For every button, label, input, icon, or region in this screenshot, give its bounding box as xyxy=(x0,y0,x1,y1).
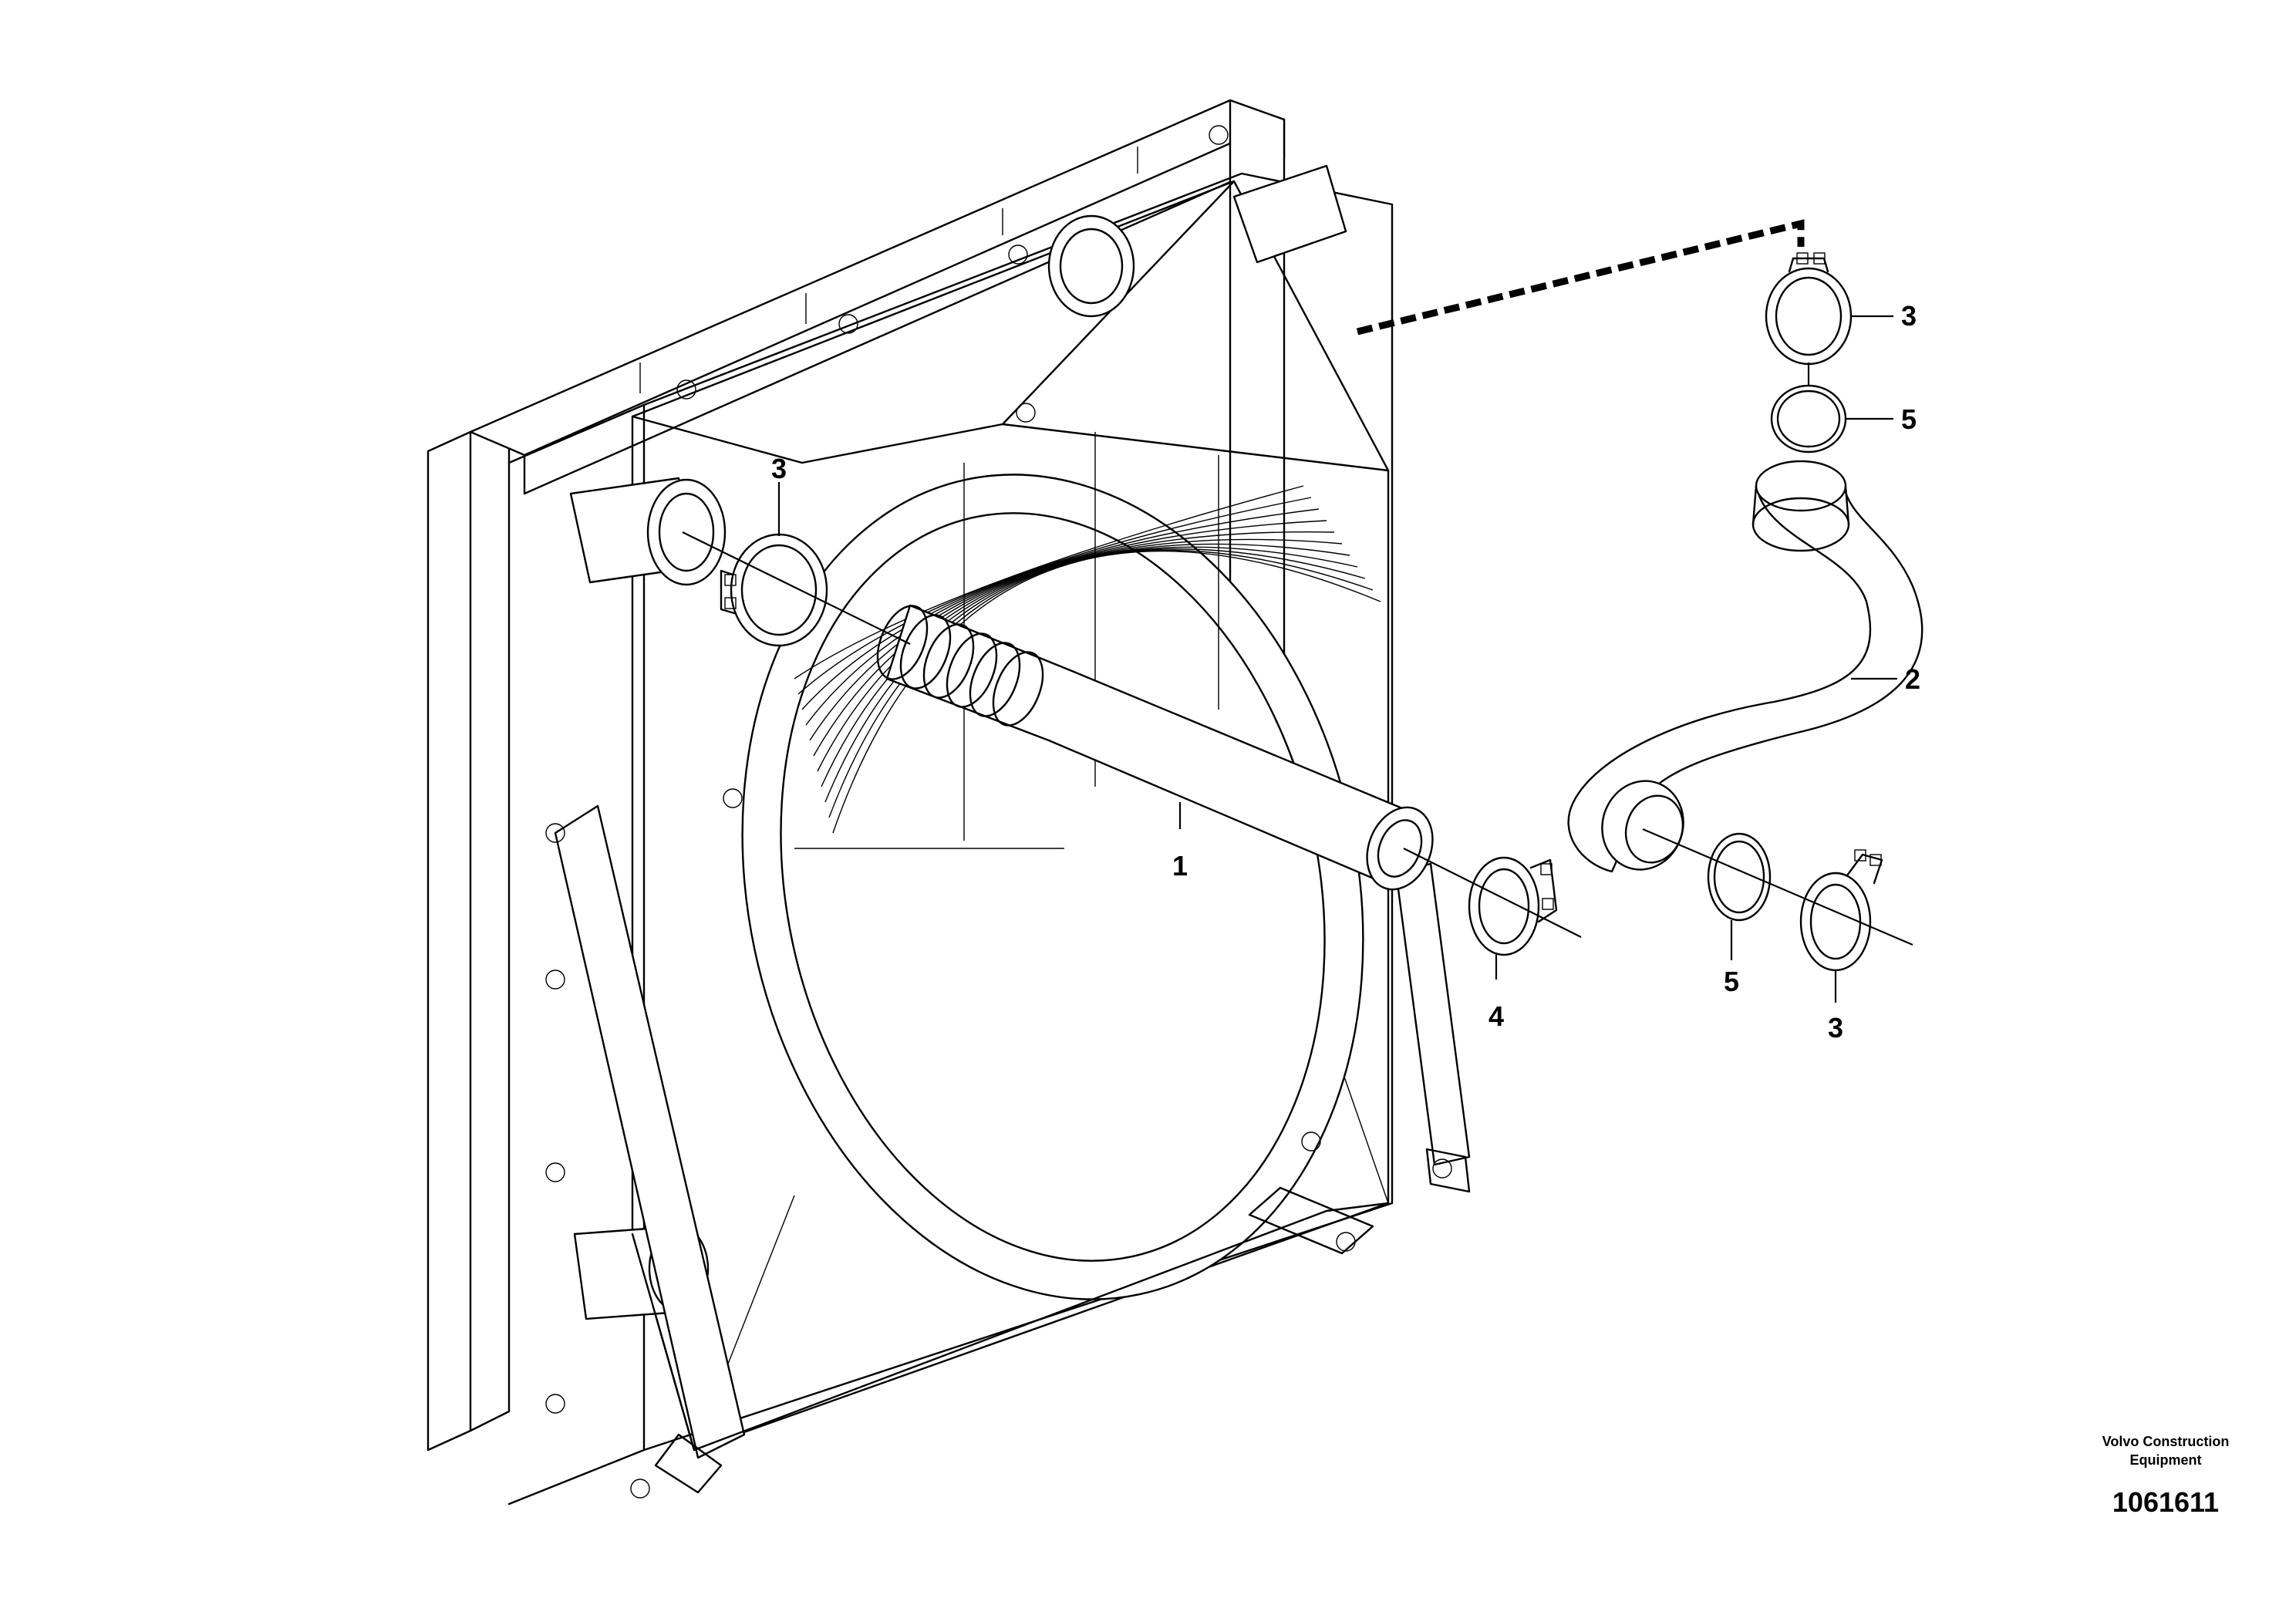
seal-item-5-bottom xyxy=(1707,832,1772,922)
assembly-lines xyxy=(682,219,1913,946)
callout-1: 1 xyxy=(1172,850,1188,882)
callout-3-left: 3 xyxy=(771,453,787,484)
clamp-item-4 xyxy=(1468,856,1558,956)
seal-item-5-top xyxy=(1770,384,1847,454)
callout-3-top-right: 3 xyxy=(1901,300,1917,332)
pipe-item-1 xyxy=(876,604,1434,891)
callout-4: 4 xyxy=(1489,1000,1504,1032)
caption-company-line1: Volvo Construction xyxy=(2102,1434,2230,1449)
callout-leaders xyxy=(777,315,1897,1003)
drawing-number: 1061611 xyxy=(2112,1486,2219,1518)
callout-2: 2 xyxy=(1905,663,1920,695)
clamp-item-3-bottom-right xyxy=(1799,849,1883,972)
callout-5-top: 5 xyxy=(1901,403,1917,435)
clamp-item-3-left xyxy=(720,533,828,647)
callout-5-bottom: 5 xyxy=(1724,966,1739,997)
callout-3-bottom-right: 3 xyxy=(1828,1012,1843,1044)
clamp-item-3-top-right xyxy=(1765,252,1853,366)
hose-item-2 xyxy=(1567,460,1923,873)
caption-company-line2: Equipment xyxy=(2130,1452,2202,1468)
